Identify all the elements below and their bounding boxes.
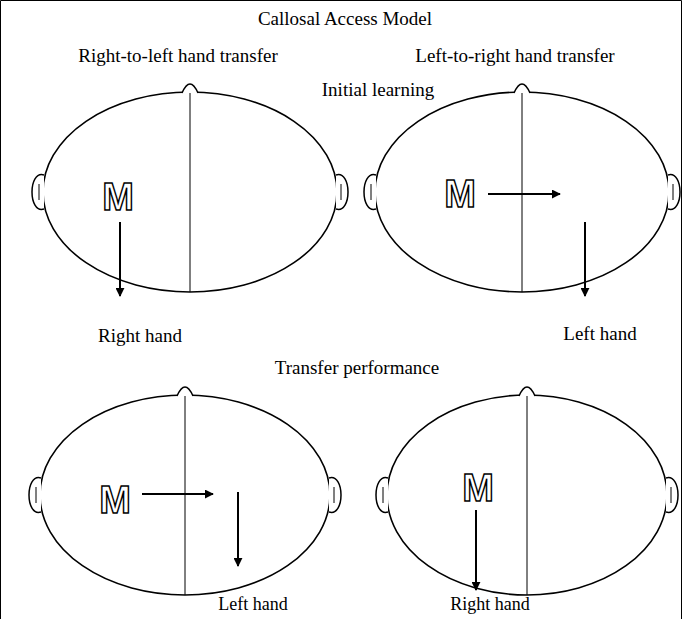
transfer-arrow bbox=[237, 492, 239, 566]
transfer-arrow bbox=[488, 193, 560, 195]
figure-title: Callosal Access Model bbox=[258, 9, 432, 30]
transfer-arrow bbox=[119, 222, 121, 296]
head-outline: M bbox=[24, 377, 346, 613]
left-ear bbox=[376, 478, 388, 513]
panel-label: Right hand bbox=[450, 595, 530, 615]
left-ear bbox=[39, 184, 40, 200]
head-drawing bbox=[371, 377, 683, 613]
nose bbox=[182, 84, 198, 93]
right-ear bbox=[671, 487, 672, 503]
right-ear bbox=[341, 184, 342, 200]
midline bbox=[527, 395, 528, 595]
motor-area-letter: M bbox=[462, 469, 494, 507]
right-ear bbox=[666, 478, 678, 513]
head-outline: M bbox=[359, 74, 684, 310]
nose bbox=[177, 387, 193, 396]
head-ellipse bbox=[375, 92, 669, 292]
motor-area-letter: M bbox=[444, 175, 476, 213]
head-ellipse bbox=[40, 395, 330, 595]
panel-label: Right hand bbox=[98, 326, 182, 347]
right-ear bbox=[668, 175, 680, 210]
head-drawing bbox=[359, 74, 684, 310]
motor-area-letter: M bbox=[102, 178, 134, 216]
head-outline: M bbox=[371, 377, 683, 613]
panel-label: Left hand bbox=[218, 595, 287, 615]
right-ear bbox=[673, 184, 674, 200]
nose bbox=[514, 84, 530, 93]
head-ellipse bbox=[387, 395, 667, 595]
panel-label: Left hand bbox=[563, 324, 636, 345]
left-ear bbox=[364, 175, 376, 210]
midline bbox=[190, 92, 191, 292]
left-ear bbox=[371, 184, 372, 200]
head-drawing bbox=[24, 377, 346, 613]
left-ear bbox=[36, 487, 37, 503]
head-drawing bbox=[27, 74, 353, 310]
left-ear bbox=[32, 175, 44, 210]
transfer-arrow bbox=[475, 510, 477, 590]
panel-label: Initial learning bbox=[322, 80, 434, 101]
left-ear bbox=[29, 478, 41, 513]
left-ear bbox=[383, 487, 384, 503]
transfer-arrow bbox=[584, 222, 586, 296]
panel-label: Right-to-left hand transfer bbox=[78, 46, 277, 67]
motor-area-letter: M bbox=[99, 481, 131, 519]
head-ellipse bbox=[43, 92, 337, 292]
panel-label: Transfer performance bbox=[275, 358, 439, 379]
panel-label: Left-to-right hand transfer bbox=[415, 46, 614, 67]
right-ear bbox=[334, 487, 335, 503]
head-outline: M bbox=[27, 74, 353, 310]
right-ear bbox=[336, 175, 348, 210]
midline bbox=[522, 92, 523, 292]
right-ear bbox=[329, 478, 341, 513]
transfer-arrow bbox=[142, 493, 213, 495]
nose bbox=[519, 387, 535, 396]
